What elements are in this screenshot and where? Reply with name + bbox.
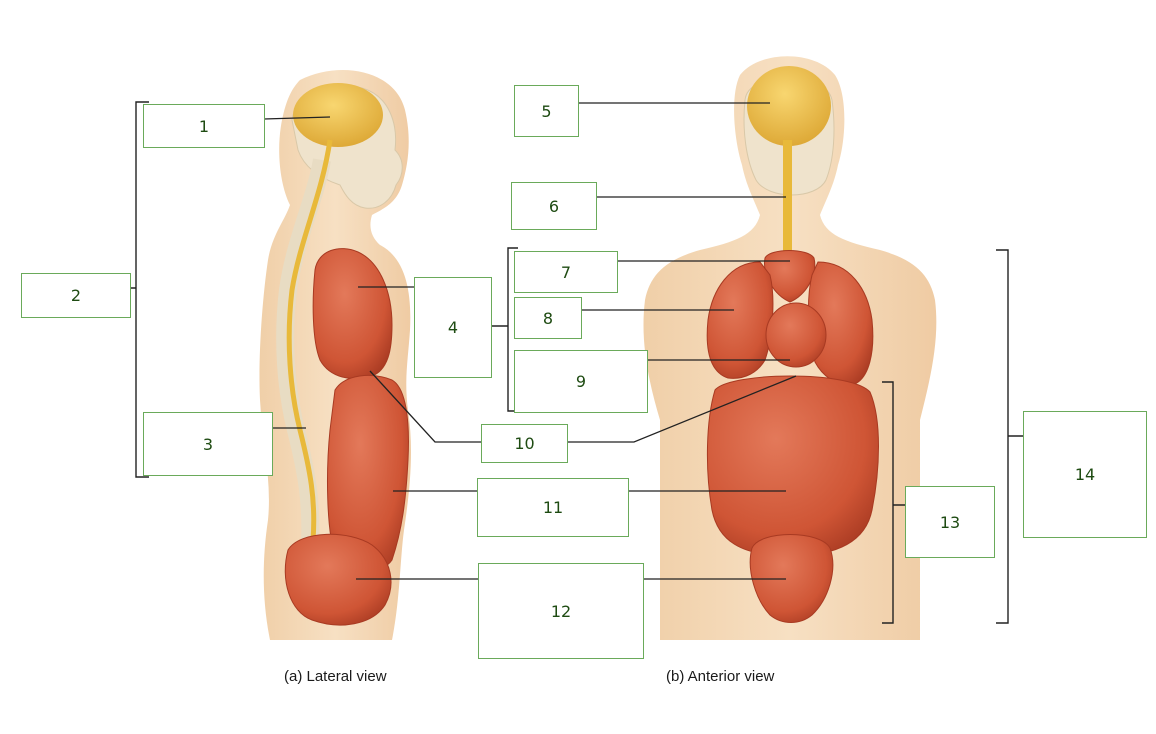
brackets [130,101,1024,624]
label-box-11[interactable]: 11 [477,478,629,537]
vertebral-column-lateral [276,158,331,546]
label-box-5[interactable]: 5 [514,85,579,137]
pelvic-cavity-anterior [749,534,834,623]
label-box-14[interactable]: 14 [1023,411,1147,538]
bracket-thoracic [492,247,518,412]
label-box-12[interactable]: 12 [478,563,644,659]
pelvic-cavity-lateral [284,533,392,626]
caption-anterior-view: (b) Anterior view [666,668,775,685]
label-box-8[interactable]: 8 [514,297,582,339]
label-box-2[interactable]: 2 [21,273,131,318]
spinal-cord-lateral [286,139,333,541]
brain-anterior [747,66,831,146]
leader-10-right [567,375,797,443]
leader-lines [263,102,797,580]
anterior-figure [643,56,937,640]
abdominopelvic-cavity-anterior [706,375,879,557]
brain-lateral [293,83,383,147]
abdominopelvic-cavity-lateral [327,374,409,572]
caption-lateral-view: (a) Lateral view [284,668,387,685]
label-box-6[interactable]: 6 [511,182,597,230]
bracket-dorsal-body-cavity [130,101,149,478]
label-box-7[interactable]: 7 [514,251,618,293]
bracket-abdominopelvic [882,381,906,624]
label-box-4[interactable]: 4 [414,277,492,378]
label-box-3[interactable]: 3 [143,412,273,476]
leader-10-left [369,370,481,443]
spinal-cord-anterior [783,140,792,255]
label-box-9[interactable]: 9 [514,350,648,413]
lateral-figure [259,70,411,640]
label-box-1[interactable]: 1 [143,104,265,148]
leader-1 [263,116,331,120]
label-box-10[interactable]: 10 [481,424,568,463]
label-box-13[interactable]: 13 [905,486,995,558]
bracket-ventral-body-cavity [996,249,1024,624]
thoracic-cavity-lateral [312,248,393,380]
pericardial-cavity-anterior [765,302,827,368]
